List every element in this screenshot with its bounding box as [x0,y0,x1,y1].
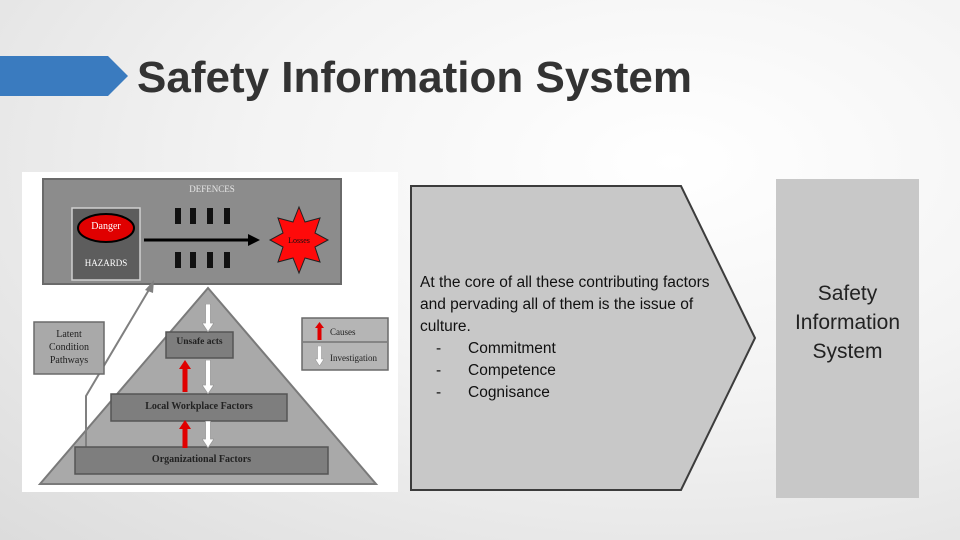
latent-label-line-1: Latent [56,329,82,340]
list-item: Commitment [436,338,720,360]
cause-arrow-icon [179,360,191,392]
investigation-arrow-icon [202,360,214,394]
level-organizational-factors: Organizational Factors [151,454,252,465]
legend-causes-label: Causes [330,327,356,337]
level-unsafe-acts: Unsafe acts [176,337,223,347]
culture-description: At the core of all these contributing fa… [420,272,720,404]
legend-investigation-label: Investigation [330,353,377,363]
cause-arrow-icon [179,420,191,448]
investigation-arrow-icon [202,304,214,332]
level-local-workplace-factors: Local Workplace Factors [145,401,253,412]
investigation-arrow-icon [202,421,214,448]
defences-label: DEFENCES [189,184,235,194]
safety-information-system-box: Safety Information System [776,179,919,498]
culture-list: Commitment Competence Cognisance [420,338,720,404]
latent-label-line-3: Pathways [49,355,89,366]
hazards-label: HAZARDS [84,258,128,268]
title-arrow-shape [0,56,128,96]
reason-model-diagram: DEFENCES Danger HAZARDS Losses Latent Co… [22,172,398,492]
list-item: Competence [436,360,720,382]
slide-title: Safety Information System [137,53,693,102]
latent-label-line-2: Condition [48,342,89,353]
legend-investigation-icon [315,346,324,366]
list-item: Cognisance [436,382,720,404]
danger-label: Danger [91,221,121,232]
losses-label: Losses [288,236,310,245]
side-box-label: Safety Information System [794,282,901,363]
culture-paragraph: At the core of all these contributing fa… [420,274,710,335]
legend-causes-icon [315,322,324,340]
